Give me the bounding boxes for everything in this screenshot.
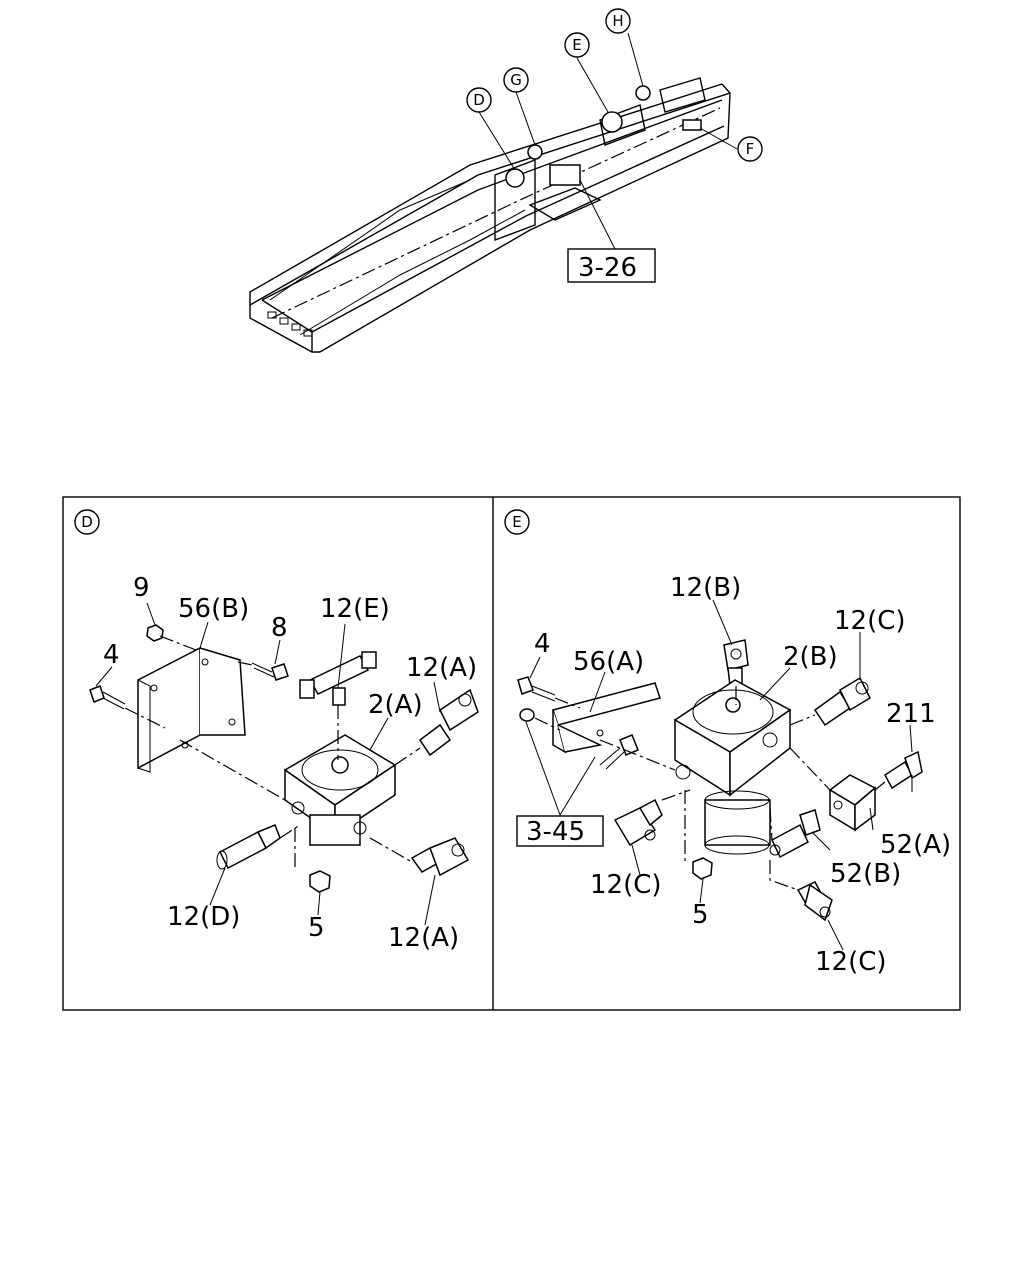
ref-box-3-26[interactable]: 3-26 <box>567 248 656 283</box>
label-4-e: 4 <box>534 629 551 659</box>
elbow-fitting-12a-bottom <box>410 837 470 877</box>
svg-text:G: G <box>510 71 522 89</box>
svg-text:F: F <box>746 140 755 158</box>
svg-text:D: D <box>473 91 485 109</box>
callout-g: G <box>503 67 529 93</box>
label-52a: 52(A) <box>880 830 951 860</box>
label-211: 211 <box>886 699 936 729</box>
label-2b: 2(B) <box>783 642 838 672</box>
label-12a-top: 12(A) <box>406 653 477 683</box>
label-9: 9 <box>133 573 150 603</box>
panel-e-tag: E <box>512 513 521 531</box>
callout-f: F <box>737 136 763 162</box>
svg-text:3-26: 3-26 <box>578 253 637 283</box>
nut-9 <box>146 624 164 642</box>
label-12e: 12(E) <box>320 594 390 624</box>
bolt-8 <box>251 662 289 681</box>
fitting-12c-bottom <box>796 881 833 922</box>
washer <box>519 708 535 722</box>
svg-text:3-45: 3-45 <box>526 817 585 847</box>
panel-e: E <box>504 509 951 977</box>
fitting-211 <box>884 750 923 792</box>
fitting-12d <box>216 824 281 870</box>
bolt-lower <box>599 734 639 770</box>
bracket-56b <box>137 646 246 773</box>
label-56b: 56(B) <box>178 594 249 624</box>
label-2a: 2(A) <box>368 690 423 720</box>
svg-text:E: E <box>572 36 581 54</box>
label-12c-top: 12(C) <box>834 606 906 636</box>
tee-52b <box>769 809 821 859</box>
fitting-12c-top <box>813 676 871 727</box>
panel-d: D <box>74 509 479 953</box>
callout-d: D <box>466 87 492 113</box>
label-56a: 56(A) <box>573 647 644 677</box>
relay-valve-2b <box>673 679 792 855</box>
block-52a <box>828 774 877 832</box>
label-5: 5 <box>308 913 325 943</box>
nut-5-e <box>692 857 713 880</box>
label-52b: 52(B) <box>830 859 901 889</box>
label-12c-bottom: 12(C) <box>815 947 887 977</box>
svg-text:H: H <box>612 12 623 30</box>
elbow-fitting-12a-top <box>418 688 479 757</box>
nut-5 <box>309 870 331 893</box>
label-8: 8 <box>271 613 288 643</box>
bracket-56a <box>552 682 661 754</box>
callout-h: H <box>605 8 631 34</box>
fitting-12b <box>723 639 749 687</box>
bolt-4 <box>89 685 126 710</box>
label-12d: 12(D) <box>167 902 240 932</box>
chassis-frame-overview <box>249 32 738 353</box>
tee-fitting-12e <box>299 651 377 706</box>
detail-frame <box>62 496 961 1011</box>
label-4: 4 <box>103 640 120 670</box>
panel-d-tag: D <box>81 513 93 531</box>
label-12c-mid: 12(C) <box>590 870 662 900</box>
bolt-4-e <box>517 676 556 702</box>
ref-box-3-45[interactable]: 3-45 <box>516 815 604 847</box>
callout-e: E <box>564 32 590 58</box>
relay-valve-2a <box>283 734 397 846</box>
label-12a-bottom: 12(A) <box>388 923 459 953</box>
label-5-e: 5 <box>692 900 709 930</box>
fitting-12c-mid <box>613 798 663 847</box>
label-12b: 12(B) <box>670 573 741 603</box>
